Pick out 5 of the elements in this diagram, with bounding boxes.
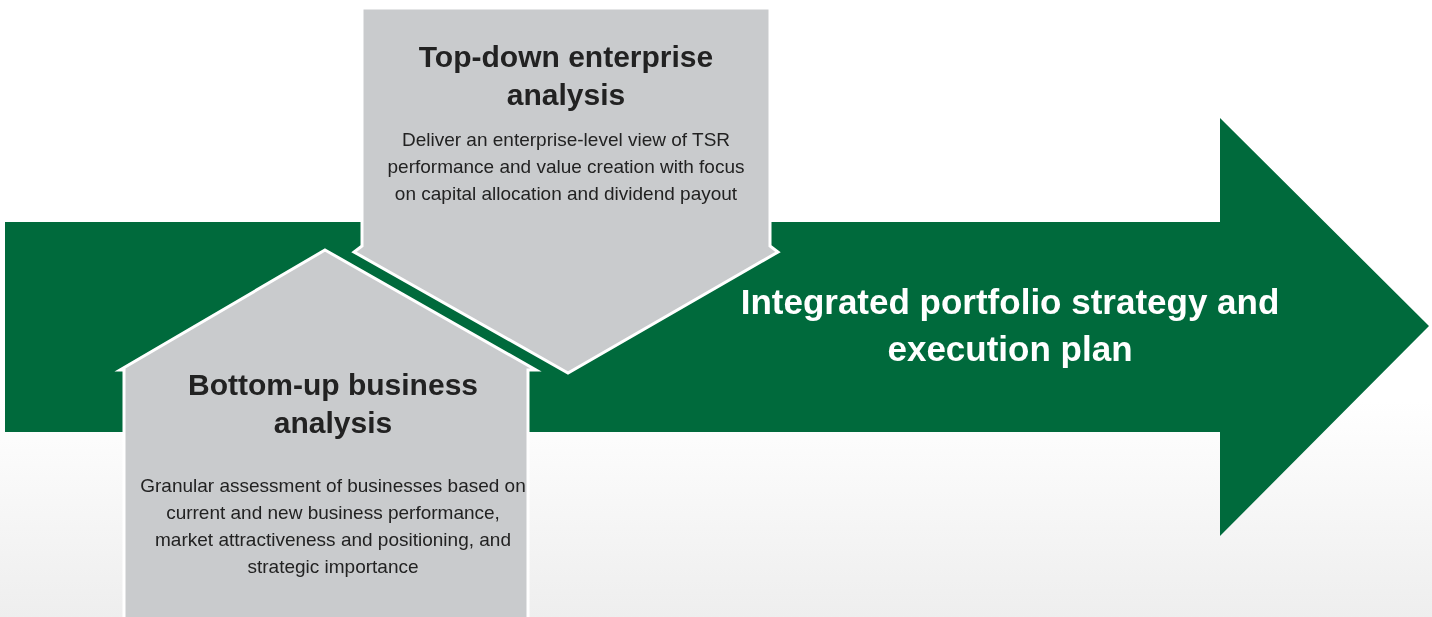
card-description: Granular assessment of businesses based on current and new business performance, market attractiveness and positioning, and strategic importance xyxy=(139,474,527,579)
card-description: Deliver an enterprise-level view of TSR performance and value creation with focus on capital allocation and dividend payout xyxy=(386,128,746,206)
card-heading: Top-down enterprise analysis xyxy=(417,39,715,113)
arrow-label: Integrated portfolio strategy and execution plan xyxy=(739,281,1281,370)
card-heading: Bottom-up business analysis xyxy=(187,367,479,441)
